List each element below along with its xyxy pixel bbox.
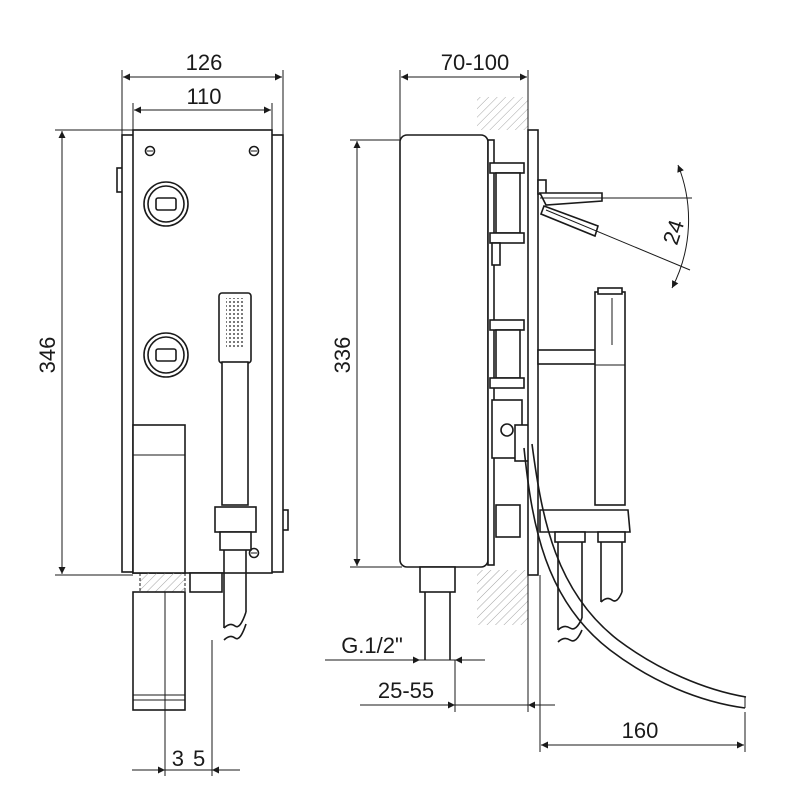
dimension-label: 336 (330, 337, 355, 374)
dimension-label: 25-55 (378, 678, 434, 703)
side-view: 70-100 336 (325, 50, 747, 752)
dimension-height-front: 346 (35, 129, 133, 576)
wall-hatch-top (477, 97, 528, 130)
dimension-label: 70-100 (441, 50, 510, 75)
dimension-angle: 24 (540, 164, 692, 289)
inlet-pipe (419, 566, 456, 660)
side-body (399, 134, 489, 568)
dimension-width-inner: 110 (132, 84, 273, 130)
dimension-label: 24 (658, 217, 689, 248)
hand-shower-side (537, 287, 631, 643)
dimension-height-side: 336 (330, 139, 402, 568)
outlet-connector (189, 572, 223, 593)
base-bracket (539, 509, 631, 533)
dimension-label: 346 (35, 337, 60, 374)
screw-top-left (144, 145, 156, 157)
hand-shower-front (214, 292, 257, 641)
dimension-width-outer: 126 (121, 50, 284, 135)
valve-mechanism (487, 139, 531, 566)
dimension-wall-range: 25-55 (360, 575, 555, 712)
thread-label: G.1/2" (341, 633, 403, 658)
spout-hidden-section (139, 572, 186, 593)
dimension-label: 35 (172, 746, 214, 771)
shower-nozzles (226, 298, 244, 348)
shower-hose (523, 443, 747, 709)
dimension-label: 126 (186, 50, 223, 75)
wall-hatch-bottom (477, 570, 528, 625)
control-knob-lower (143, 332, 189, 378)
shower-body (594, 291, 626, 506)
spout-side (537, 179, 603, 238)
control-knob-upper (143, 181, 189, 227)
thread-callout: G.1/2" (325, 633, 485, 664)
screw-top-right (248, 145, 260, 157)
dimension-spout-offset: 35 (132, 592, 240, 776)
spout-front (132, 424, 186, 711)
hose-segment (223, 550, 247, 628)
front-view: 126 110 346 (35, 50, 289, 776)
dimension-label: 160 (622, 718, 659, 743)
dimension-depth: 70-100 (399, 50, 529, 140)
shower-handle (221, 361, 249, 506)
dimension-label: 110 (186, 84, 221, 109)
dimension-hose-reach: 160 (539, 575, 746, 752)
hose-connector (214, 506, 257, 533)
shower-bracket (537, 349, 601, 365)
